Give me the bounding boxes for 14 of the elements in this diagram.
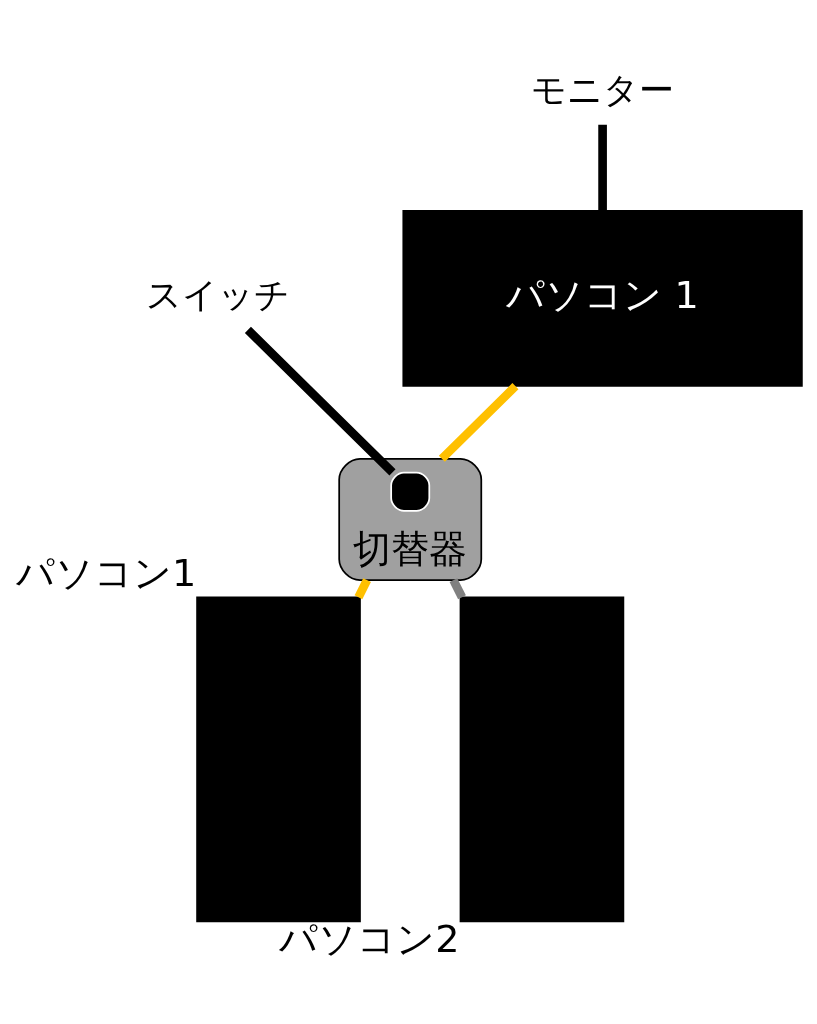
node-box	[390, 471, 431, 512]
connector	[438, 382, 519, 462]
node-text: モニター	[531, 69, 675, 110]
cluster: 切替器	[338, 457, 483, 581]
node-text: スイッチ	[145, 274, 290, 315]
connector	[598, 124, 607, 211]
connector	[449, 577, 466, 599]
node-box	[459, 596, 625, 922]
node-box: パソコン 1	[402, 209, 803, 387]
node-label: パソコン2	[279, 916, 460, 961]
node-box	[196, 596, 361, 922]
connector	[354, 577, 371, 599]
node-label: パソコン1	[15, 550, 197, 595]
connector	[244, 326, 396, 476]
